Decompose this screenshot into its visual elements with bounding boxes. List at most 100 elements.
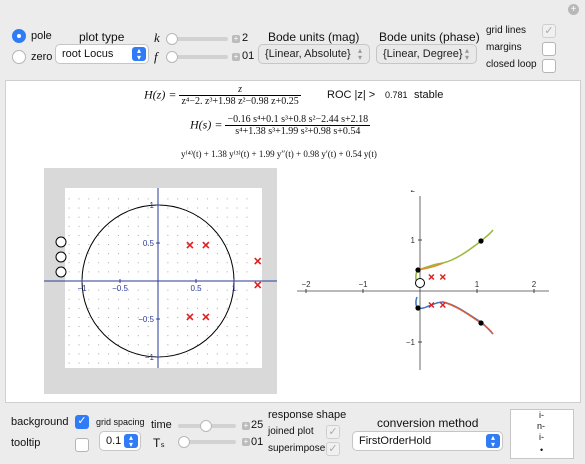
k-expand-icon[interactable]: + (232, 34, 240, 43)
grid-dot (177, 326, 179, 328)
plot-type-select[interactable]: root Locus ▴▾ (55, 44, 149, 64)
grid-dot (206, 344, 208, 346)
grid-dot (88, 326, 90, 328)
grid-dot (147, 225, 149, 227)
hs-fraction: −0.16 s⁴+0.1 s³+0.8 s²−2.44 s+2.18 s⁴+1.… (225, 114, 371, 137)
grid-dot (127, 289, 129, 291)
grid-dot (177, 262, 179, 264)
grid-dot (137, 316, 139, 319)
grid-spacing-value: 0.1 (106, 435, 122, 447)
grid-dot (216, 243, 218, 246)
ts-expand-icon[interactable]: + (242, 437, 250, 446)
time-expand-icon[interactable]: + (242, 421, 250, 430)
grid-dot (226, 234, 228, 236)
grid-dot (167, 253, 169, 255)
grid-dot (68, 362, 70, 364)
z-y-tick-label: 1 (150, 201, 155, 210)
grid-dot (88, 234, 90, 236)
locus-branch-upper-left (417, 262, 444, 271)
f-label: f (154, 49, 158, 64)
zero-radio[interactable] (12, 50, 26, 64)
pole-marker-icon (254, 257, 262, 265)
grid-dot (68, 316, 70, 319)
grid-dot (187, 289, 189, 291)
grid-dot (98, 271, 100, 273)
grid-dot (187, 326, 189, 328)
grid-dot (68, 335, 70, 337)
superimpose-checkbox[interactable]: ✓ (326, 442, 340, 456)
conversion-method-value: FirstOrderHold (359, 435, 432, 447)
grid-dot (127, 207, 129, 209)
conversion-method-select[interactable]: FirstOrderHold ▴▾ (352, 431, 503, 451)
grid-spacing-select[interactable]: 0.1 ▴▾ (99, 431, 141, 451)
locus-branch-lower-right (442, 301, 494, 335)
grid-dot (98, 289, 100, 291)
grid-dot (177, 225, 179, 227)
grid-dot (187, 353, 189, 355)
grid-dot (108, 335, 110, 337)
margins-checkbox[interactable] (542, 42, 556, 56)
grid-dot (187, 271, 189, 273)
grid-dot (68, 198, 70, 200)
k-slider-knob[interactable] (166, 33, 178, 45)
grid-dot (137, 262, 139, 264)
s-y-tick-label: −1 (406, 338, 416, 347)
z-y-tick-label: −0.5 (138, 315, 154, 324)
f-slider-knob[interactable] (166, 51, 178, 63)
bode-phase-select[interactable]: {Linear, Degree} ▴▾ (376, 44, 477, 64)
time-label: time (151, 419, 172, 431)
grid-dot (98, 253, 100, 255)
grid-dot (236, 234, 238, 236)
tooltip-checkbox[interactable] (75, 438, 89, 452)
pole-marker-icon (254, 281, 262, 289)
grid-dot (216, 253, 218, 255)
closed-loop-label: closed loop (486, 59, 537, 70)
grid-dot (226, 198, 228, 200)
grid-dot (117, 353, 120, 355)
ts-slider-track[interactable] (178, 440, 236, 444)
grid-dot (88, 216, 90, 218)
background-checkbox[interactable]: ✓ (75, 415, 89, 429)
grid-dot (78, 353, 80, 355)
root-locus-plot: −2−11221−1−2 (297, 190, 549, 370)
pole-stroke (428, 273, 435, 281)
grid-dot (236, 344, 238, 346)
grid-dot (206, 216, 208, 218)
grid-dot (216, 353, 218, 355)
grid-dot (88, 335, 90, 337)
grid-dot (108, 253, 110, 255)
grid-dot (137, 326, 139, 328)
grid-dot (167, 289, 169, 291)
grid-dot (108, 344, 110, 346)
f-slider-track[interactable] (166, 55, 228, 59)
pole-radio[interactable] (12, 29, 26, 43)
grid-dot (246, 307, 248, 309)
f-expand-icon[interactable]: + (232, 52, 240, 61)
ts-slider-knob[interactable] (178, 436, 190, 448)
grid-dot (177, 243, 179, 246)
joined-plot-checkbox[interactable]: ✓ (326, 425, 340, 439)
grid-dot (98, 262, 100, 264)
bode-mag-label: Bode units (mag) (268, 30, 360, 44)
k-slider-track[interactable] (166, 37, 228, 41)
bode-phase-value: {Linear, Degree} (383, 48, 463, 60)
closed-loop-checkbox[interactable] (542, 59, 556, 73)
time-slider-knob[interactable] (200, 420, 212, 432)
grid-dot (206, 326, 208, 328)
grid-dot (246, 271, 248, 273)
z-x-tick-label: −1 (77, 284, 87, 293)
settings-icon[interactable]: + (568, 4, 579, 15)
bode-mag-select[interactable]: {Linear, Absolute} ▴▾ (258, 44, 370, 64)
grid-dot (78, 198, 80, 200)
grid-dot (108, 262, 110, 264)
chevron-updown-icon: ▴▾ (486, 434, 500, 449)
grid-dot (246, 216, 248, 218)
grid-dot (68, 344, 70, 346)
grid-lines-checkbox[interactable]: ✓ (542, 24, 556, 38)
grid-dot (147, 307, 149, 309)
stability-text: stable (414, 89, 444, 101)
grid-dot (147, 207, 149, 209)
grid-dot (206, 298, 208, 300)
grid-dot (216, 271, 218, 273)
